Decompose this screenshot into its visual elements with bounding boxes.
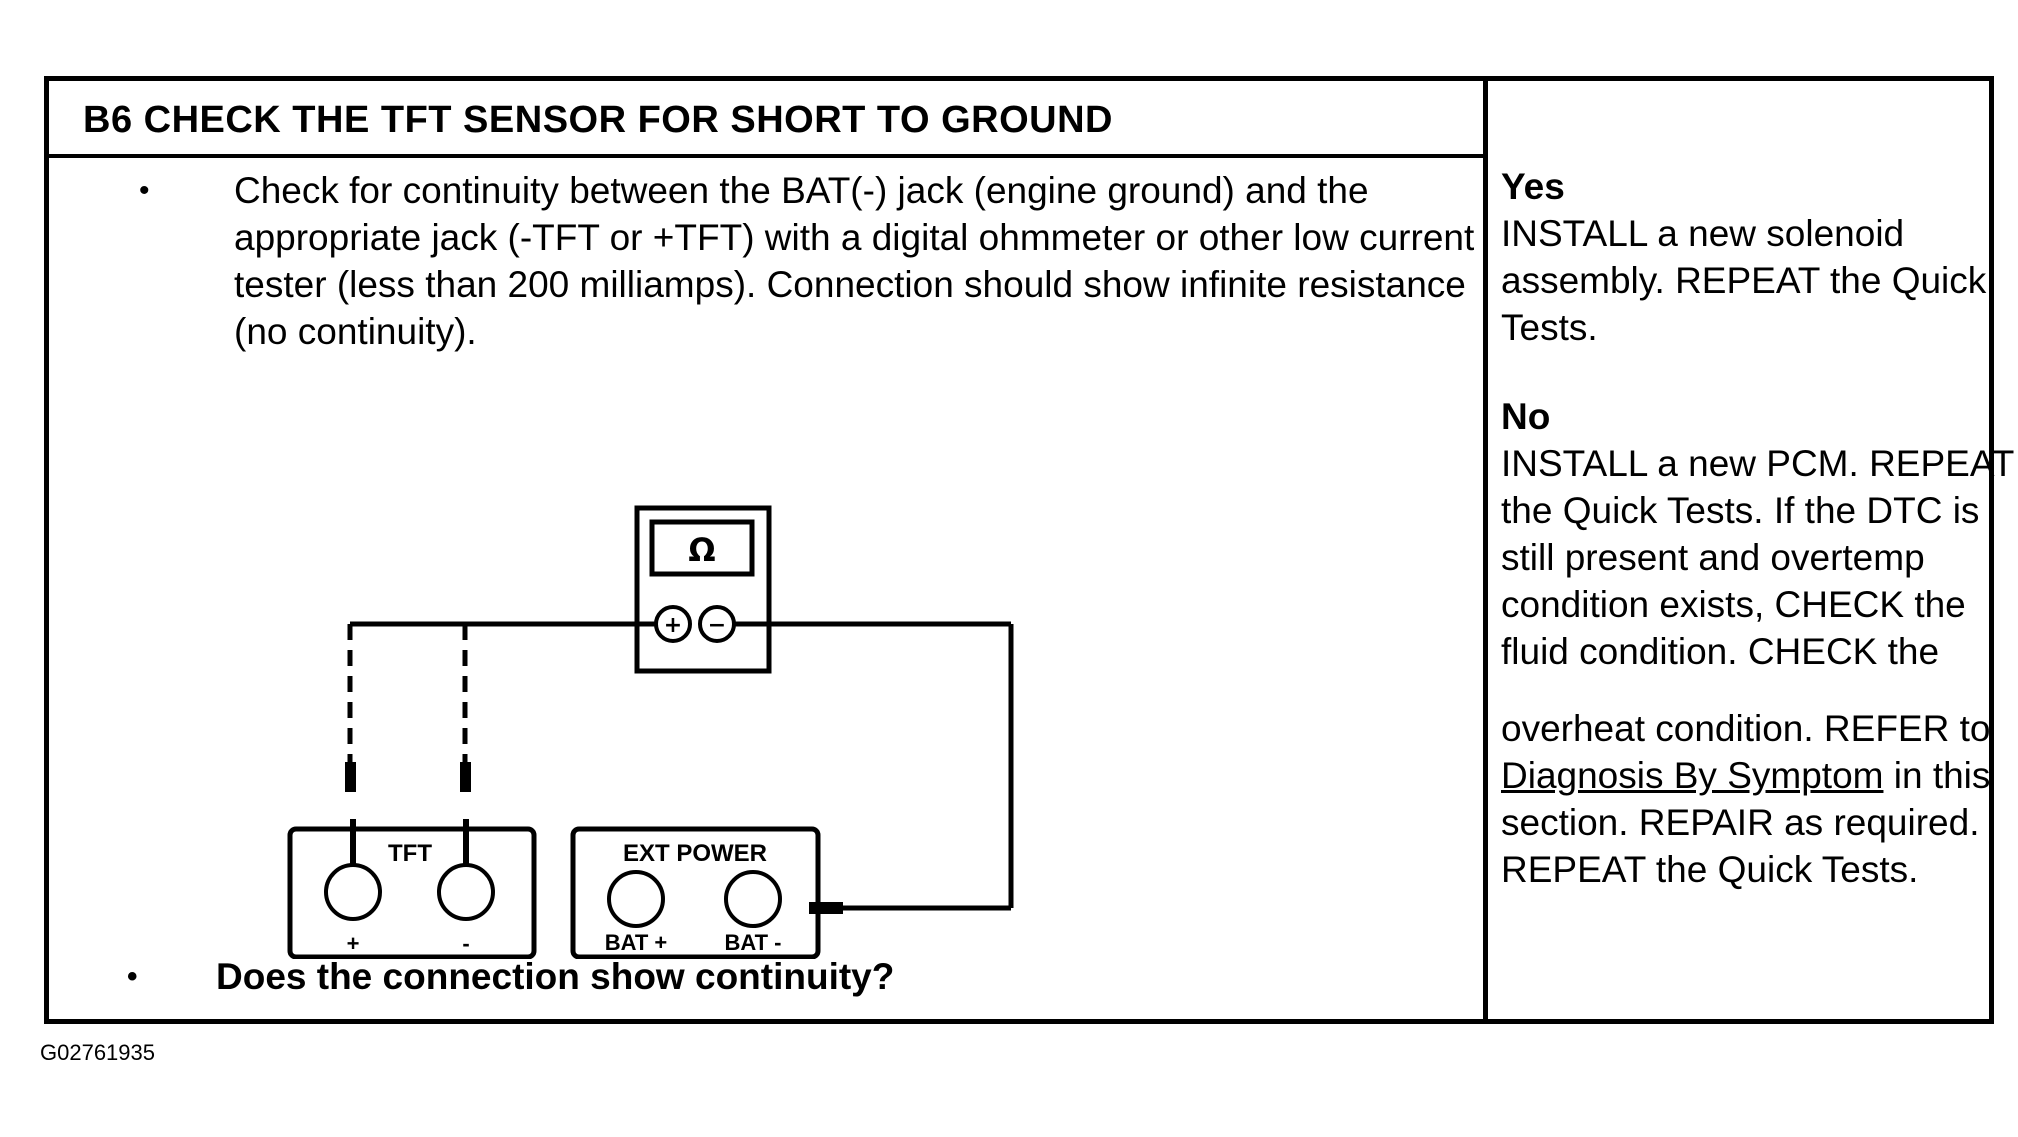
meter-minus-label: −: [708, 613, 726, 638]
no-action-text-before-link: overheat condition. REFER to: [1501, 708, 1991, 749]
ohmmeter-display: [649, 519, 755, 577]
tft-connector: [287, 826, 537, 959]
bat-minus-probe: [809, 902, 843, 914]
no-action-part1: INSTALL a new PCM. REPEAT the Quick Test…: [1501, 443, 2014, 672]
diagnosis-by-symptom-link[interactable]: Diagnosis By Symptom: [1501, 755, 1884, 796]
tft-plus-label: +: [347, 931, 360, 956]
ohmmeter-body: [634, 505, 772, 674]
tft-plus-jack: [324, 863, 382, 921]
meter-plus-label: +: [664, 613, 682, 638]
ohmmeter-wiring-diagram: Ω + − TFT + - EXT POWER BAT + BAT -: [287, 505, 1014, 959]
test-step-table: B6 CHECK THE TFT SENSOR FOR SHORT TO GRO…: [44, 76, 2014, 1024]
bat-minus-jack: [724, 870, 782, 928]
bat-minus-label: BAT -: [724, 930, 781, 955]
tft-minus-label: -: [462, 931, 469, 956]
instruction-text: Check for continuity between the BAT(-) …: [234, 170, 1475, 352]
tft-minus-probe: [460, 762, 471, 792]
bullet-icon: •: [139, 174, 150, 207]
bullet-icon: •: [127, 960, 138, 993]
result-column: Yes INSTALL a new solenoid assembly. REP…: [1501, 163, 2018, 893]
no-label: No: [1501, 396, 1551, 437]
ohm-symbol: Ω: [688, 531, 715, 569]
spacer: [1501, 675, 2018, 705]
column-divider: [1483, 81, 1488, 1019]
step-heading: B6 CHECK THE TFT SENSOR FOR SHORT TO GRO…: [83, 99, 1113, 141]
yes-label: Yes: [1501, 166, 1565, 207]
no-action-text-after-link: in this section. REPAIR as required. REP…: [1501, 755, 1991, 890]
ext-power-label: EXT POWER: [623, 840, 767, 867]
tft-plus-probe-tip: [350, 819, 356, 867]
spacer: [1501, 351, 2018, 393]
heading-divider: [49, 154, 1483, 158]
tft-minus-probe-tip: [463, 819, 469, 867]
no-action-part2: overheat condition. REFER to Diagnosis B…: [1501, 705, 2018, 893]
figure-id: G02761935: [40, 1040, 155, 1065]
question-text: Does the connection show continuity?: [216, 956, 895, 997]
tft-label: TFT: [388, 840, 432, 867]
tft-plus-probe: [345, 762, 356, 792]
bat-plus-label: BAT +: [605, 930, 668, 955]
yes-action: INSTALL a new solenoid assembly. REPEAT …: [1501, 213, 1987, 348]
tft-minus-jack: [437, 863, 495, 921]
ext-power-connector: [570, 826, 821, 959]
bat-plus-jack: [607, 870, 665, 928]
